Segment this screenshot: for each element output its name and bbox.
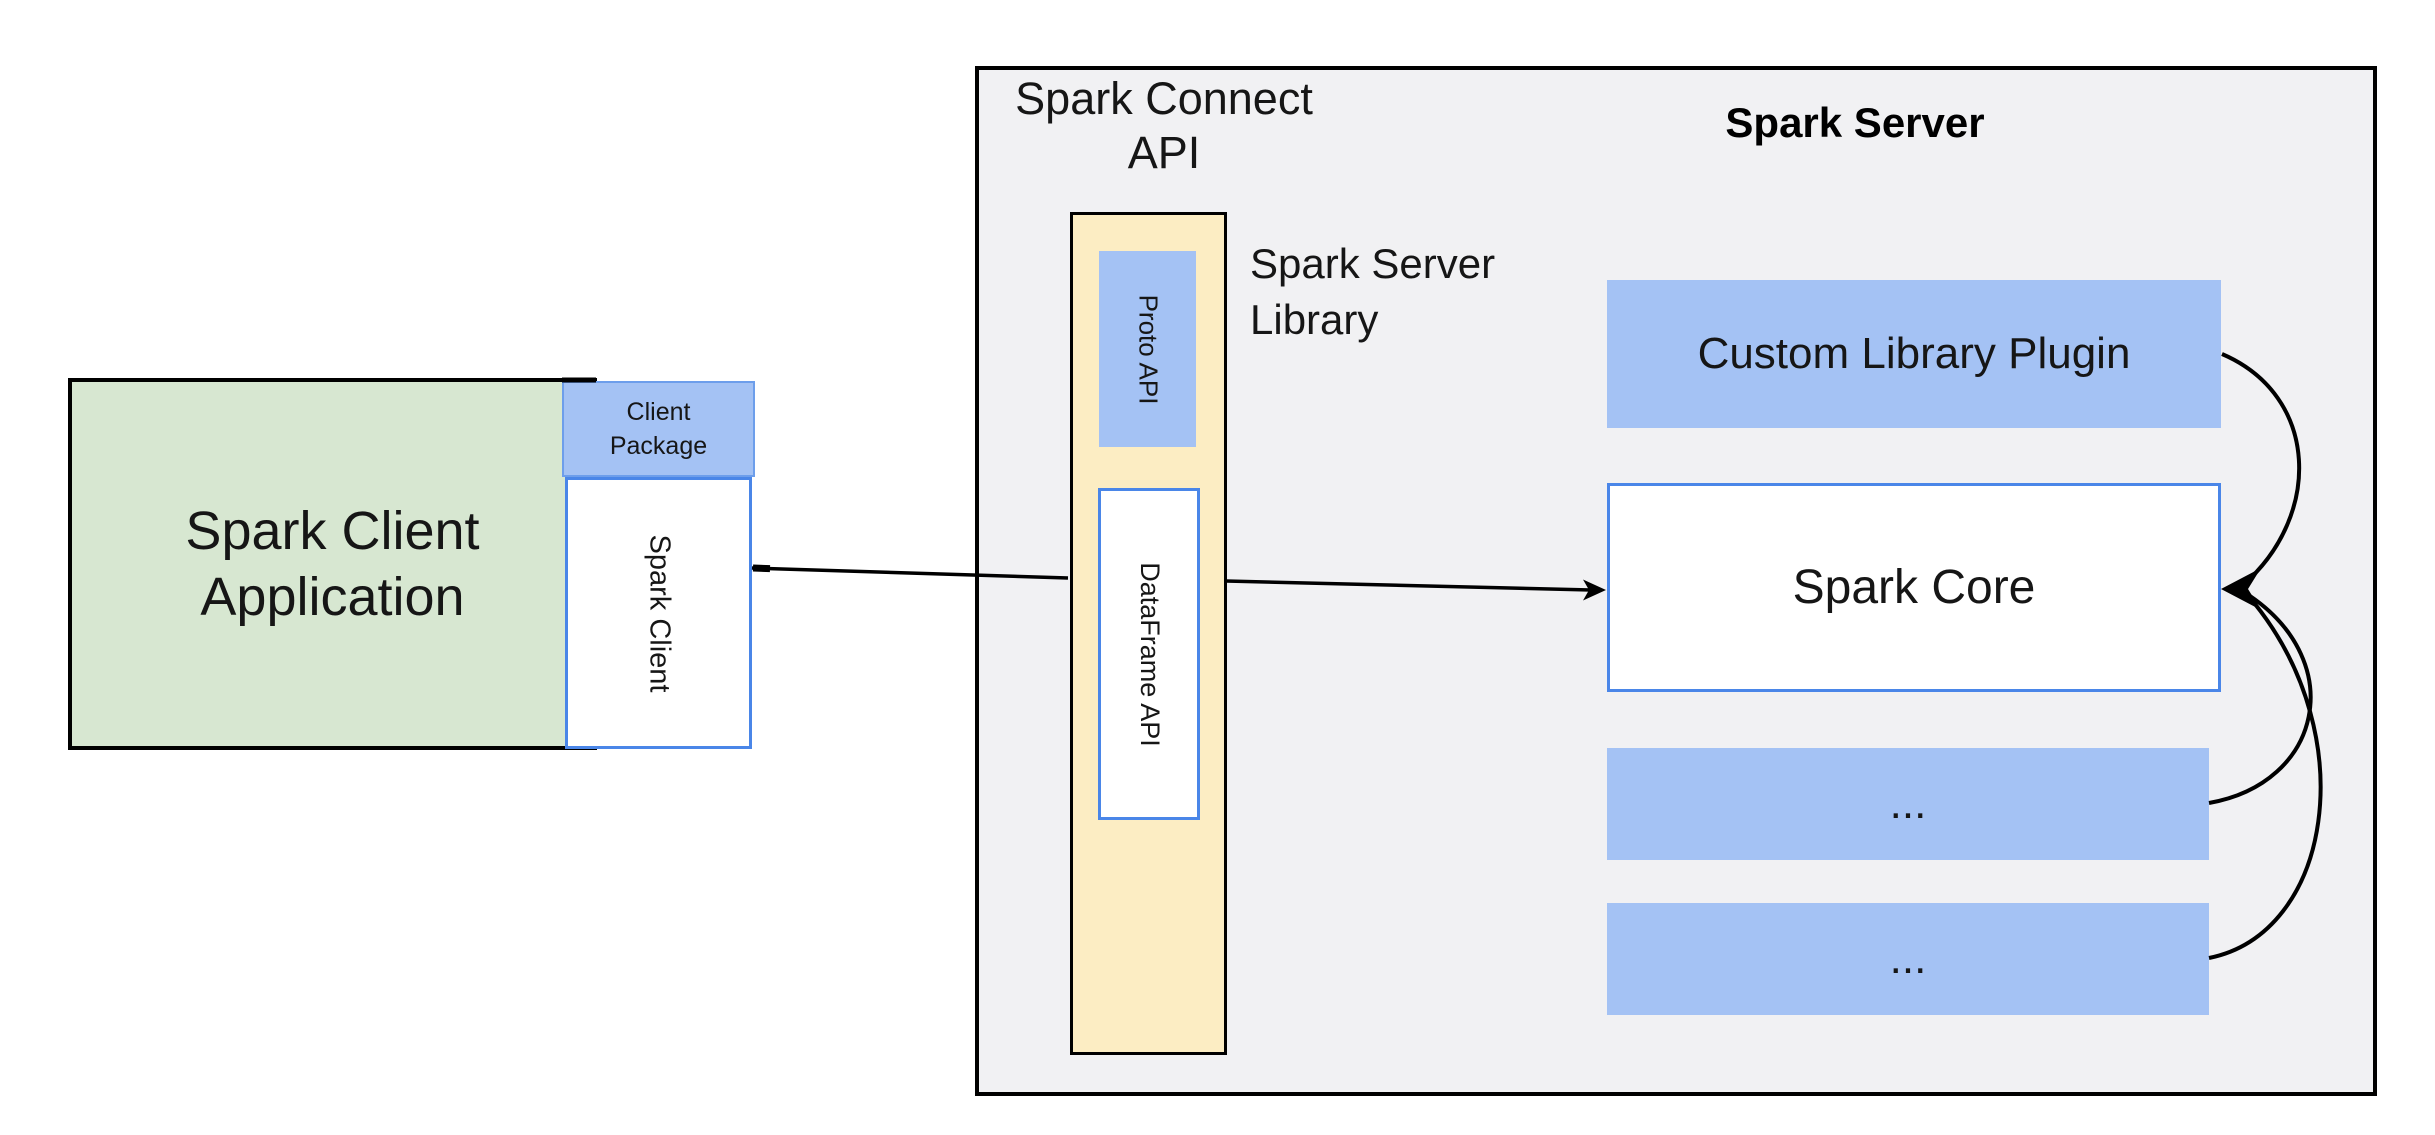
spark-client-application-label-line2: Application xyxy=(200,567,465,627)
spark-server-library-label: Spark Server Library xyxy=(1250,236,1670,348)
custom-library-plugin-box: Custom Library Plugin xyxy=(1607,280,2221,428)
client-to-api-arrow-startcap xyxy=(752,564,771,573)
client-package-label-line2: Package xyxy=(609,432,708,460)
proto-api-box: Proto API xyxy=(1099,251,1196,447)
dataframe-api-label: DataFrame API xyxy=(1134,561,1165,747)
proto-api-label: Proto API xyxy=(1133,294,1163,404)
spark-core-box: Spark Core xyxy=(1607,483,2221,692)
spark-client-box-label: Spark Client xyxy=(643,534,675,692)
client-package-box: Client Package xyxy=(562,381,755,477)
plugin-placeholder-label-2: ... xyxy=(1889,934,1927,983)
dataframe-api-box: DataFrame API xyxy=(1098,488,1200,820)
client-package-label-line1: Client xyxy=(626,398,691,426)
spark-server-library-label-line2: Library xyxy=(1250,296,1379,343)
plugin-placeholder-label-1: ... xyxy=(1889,779,1927,828)
spark-connect-api-title: Spark Connect API xyxy=(975,72,1353,180)
plugin-placeholder-box-1: ... xyxy=(1607,748,2209,860)
spark-server-library-label-line1: Spark Server xyxy=(1250,240,1496,287)
spark-core-label: Spark Core xyxy=(1792,561,2036,614)
spark-connect-api-title-line2: API xyxy=(1127,127,1201,178)
spark-server-title: Spark Server xyxy=(1725,99,1985,146)
spark-client-application-label: Spark Client Application xyxy=(68,378,597,750)
plugin-placeholder-box-2: ... xyxy=(1607,903,2209,1015)
spark-connect-api-title-line1: Spark Connect xyxy=(1015,73,1313,124)
custom-library-plugin-label: Custom Library Plugin xyxy=(1697,329,2131,378)
spark-client-application-box xyxy=(68,378,597,750)
spark-client-box: Spark Client xyxy=(565,477,752,749)
spark-client-application-label-line1: Spark Client xyxy=(185,501,480,561)
